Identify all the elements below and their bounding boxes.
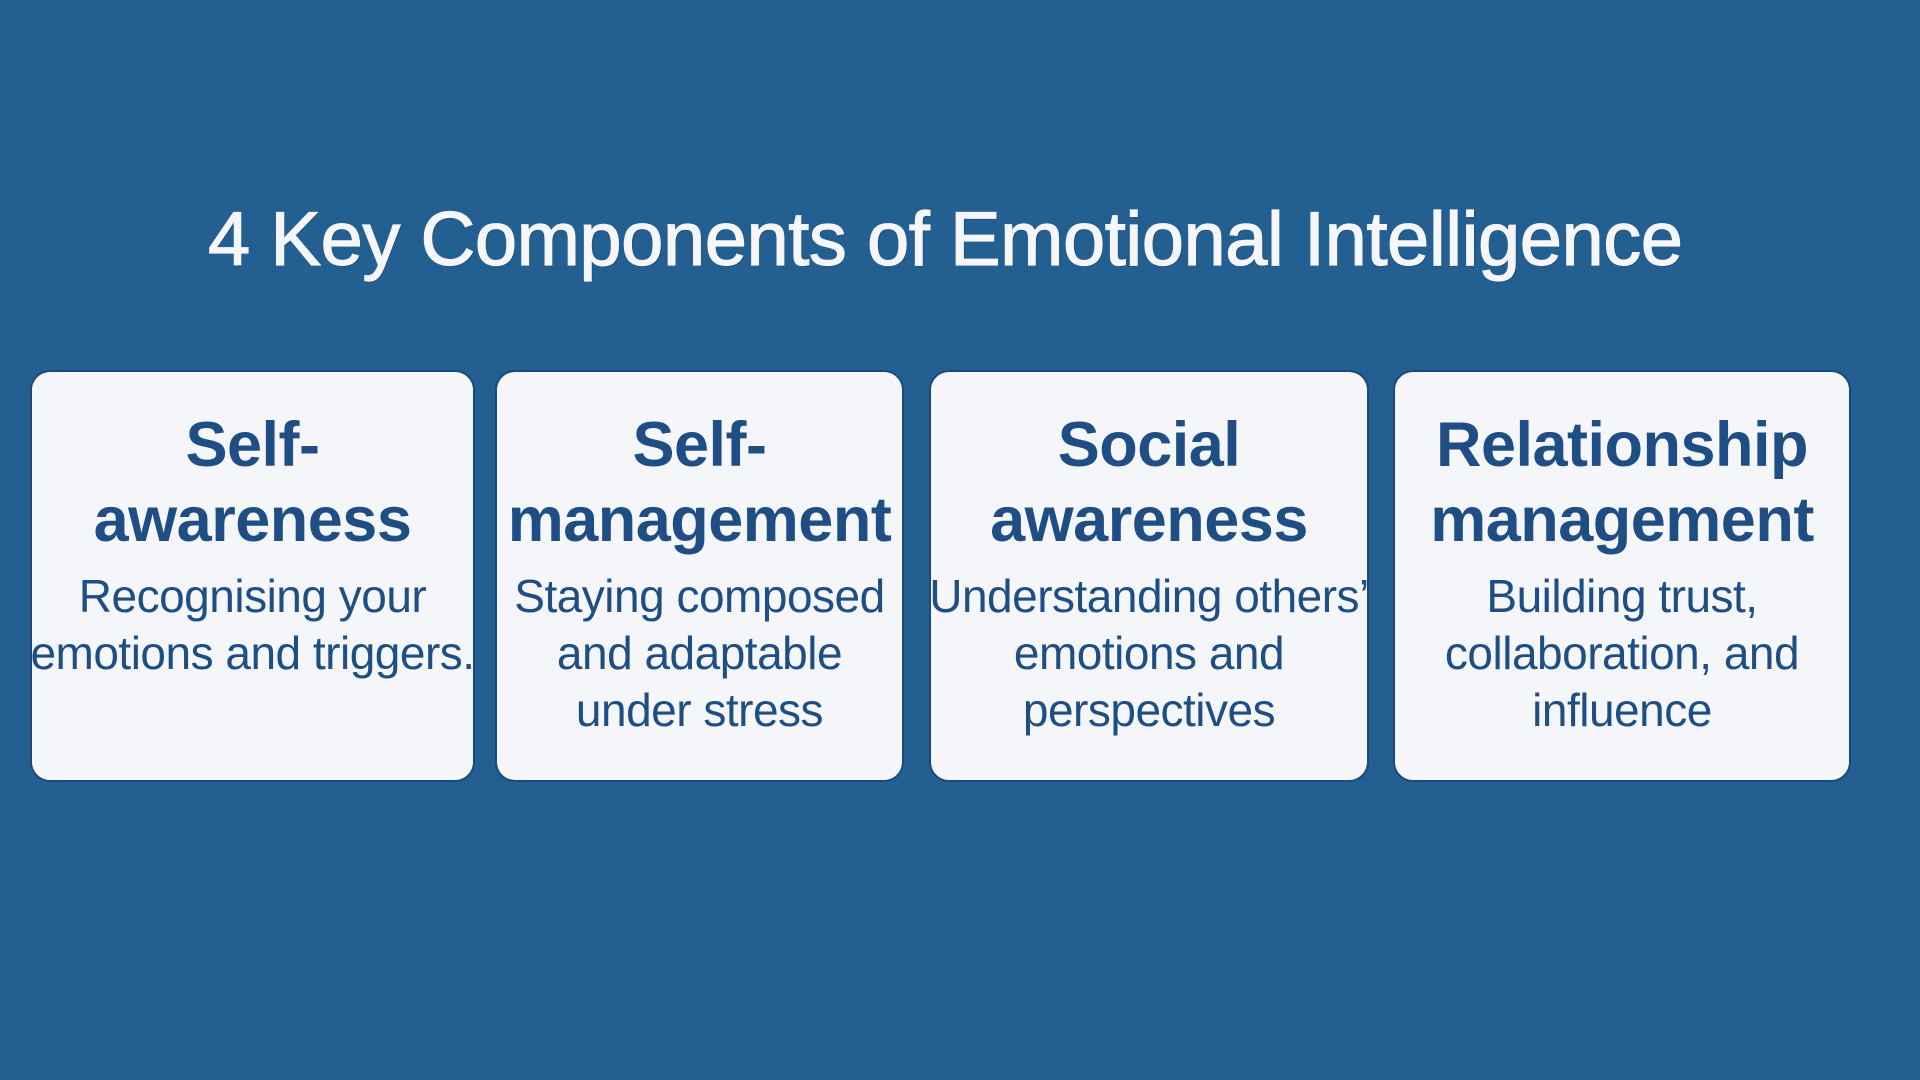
card-heading-line: Self-: [632, 410, 767, 480]
card-description-line: perspectives: [1022, 684, 1276, 736]
card-heading: Self- management: [508, 408, 892, 558]
card-description-line: influence: [1532, 684, 1712, 736]
card-heading-line: management: [1430, 485, 1814, 555]
component-card-self-awareness: Self- awareness Recognising your emotion…: [30, 370, 475, 782]
card-heading-line: awareness: [990, 485, 1308, 555]
card-heading-line: awareness: [93, 485, 412, 555]
slide-title: 4 Key Components of Emotional Intelligen…: [207, 196, 1683, 282]
card-heading-line: Relationship: [1435, 410, 1809, 480]
card-description: Building trust, collaboration, and influ…: [1444, 568, 1800, 739]
card-description-line: collaboration, and: [1444, 627, 1800, 679]
card-description-line: Recognising your: [78, 570, 427, 622]
card-heading-line: Social: [1057, 410, 1241, 480]
card-description-line: Staying composed: [514, 570, 885, 622]
component-card-social-awareness: Social awareness Understanding others’ e…: [929, 370, 1369, 782]
card-description-line: Building trust,: [1486, 570, 1758, 622]
card-heading-line: management: [507, 485, 892, 555]
card-description: Understanding others’ emotions and persp…: [929, 568, 1369, 739]
card-description-line: and adaptable: [556, 627, 843, 679]
card-description-line: emotions and triggers.: [30, 627, 475, 679]
card-heading: Relationship management: [1430, 408, 1814, 558]
card-heading: Self- awareness: [94, 408, 412, 558]
card-heading: Social awareness: [990, 408, 1308, 558]
card-description: Staying composed and adaptable under str…: [514, 568, 885, 739]
component-card-relationship-management: Relationship management Building trust, …: [1393, 370, 1851, 782]
card-heading-line: Self-: [185, 410, 320, 480]
card-description-line: emotions and: [1013, 627, 1285, 679]
card-description: Recognising your emotions and triggers.: [30, 568, 475, 682]
card-description-line: under stress: [575, 684, 824, 736]
card-description-line: Understanding others’: [929, 570, 1369, 622]
component-card-self-management: Self- management Staying composed and ad…: [495, 370, 904, 782]
